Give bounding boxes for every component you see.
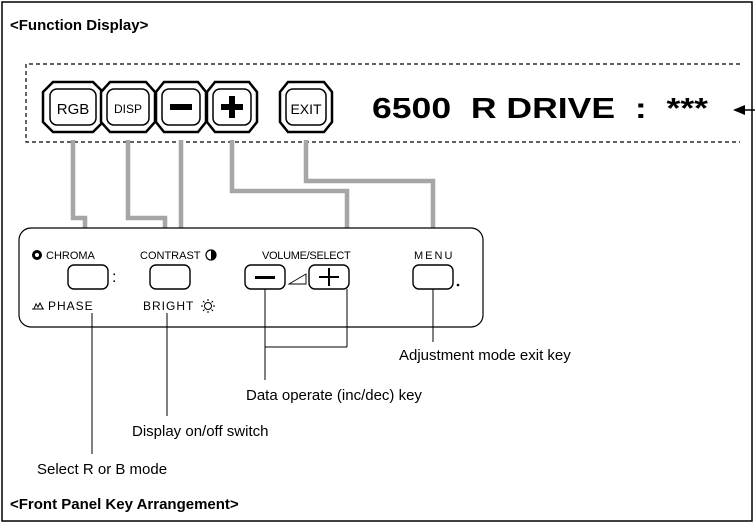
exit-key-callout: Adjustment mode exit key — [399, 347, 571, 364]
key-minus[interactable] — [154, 80, 208, 134]
chroma-label: CHROMA — [46, 250, 96, 262]
volume-ramp-icon — [287, 273, 307, 285]
front-panel-title: <Front Panel Key Arrangement> — [10, 496, 239, 513]
key-exit[interactable]: EXIT — [278, 80, 334, 134]
minus-icon — [170, 104, 192, 110]
phase-label: PHASE — [48, 299, 94, 313]
chroma-icon — [32, 250, 42, 260]
exit-key-label: EXIT — [290, 101, 322, 117]
minus-icon — [255, 276, 275, 279]
callout-lines — [91, 289, 434, 454]
volume-select-label: VOLUME/SELECT — [262, 250, 351, 262]
display-switch-callout: Display on/off switch — [132, 423, 268, 440]
connector-exit — [303, 140, 436, 256]
display-readout: 6500 R DRIVE : *** — [372, 93, 709, 125]
select-mode-callout: Select R or B mode — [37, 461, 167, 478]
connector-plus — [229, 140, 350, 260]
phase-icon — [32, 301, 44, 310]
sun-icon — [201, 299, 215, 313]
contrast-icon — [205, 249, 217, 261]
function-display-title: <Function Display> — [10, 17, 149, 34]
data-operate-callout: Data operate (inc/dec) key — [246, 387, 422, 404]
plus-icon — [319, 268, 339, 286]
contrast-bright-button[interactable] — [149, 264, 191, 290]
disp-key-label: DISP — [114, 102, 142, 116]
rgb-key-label: RGB — [57, 101, 90, 118]
bright-label: BRIGHT — [143, 299, 194, 313]
chroma-phase-button[interactable] — [67, 264, 109, 290]
menu-dot — [456, 283, 460, 287]
menu-button[interactable] — [412, 264, 454, 290]
key-disp[interactable]: DISP — [99, 80, 157, 134]
menu-label: MENU — [414, 250, 454, 262]
arrow-left-icon — [733, 105, 755, 115]
colon-mark: : — [112, 269, 116, 286]
key-rgb[interactable]: RGB — [41, 80, 105, 134]
key-plus[interactable] — [205, 80, 259, 134]
plus-icon — [221, 96, 243, 118]
display-strip — [25, 63, 740, 143]
contrast-label: CONTRAST — [140, 250, 201, 262]
